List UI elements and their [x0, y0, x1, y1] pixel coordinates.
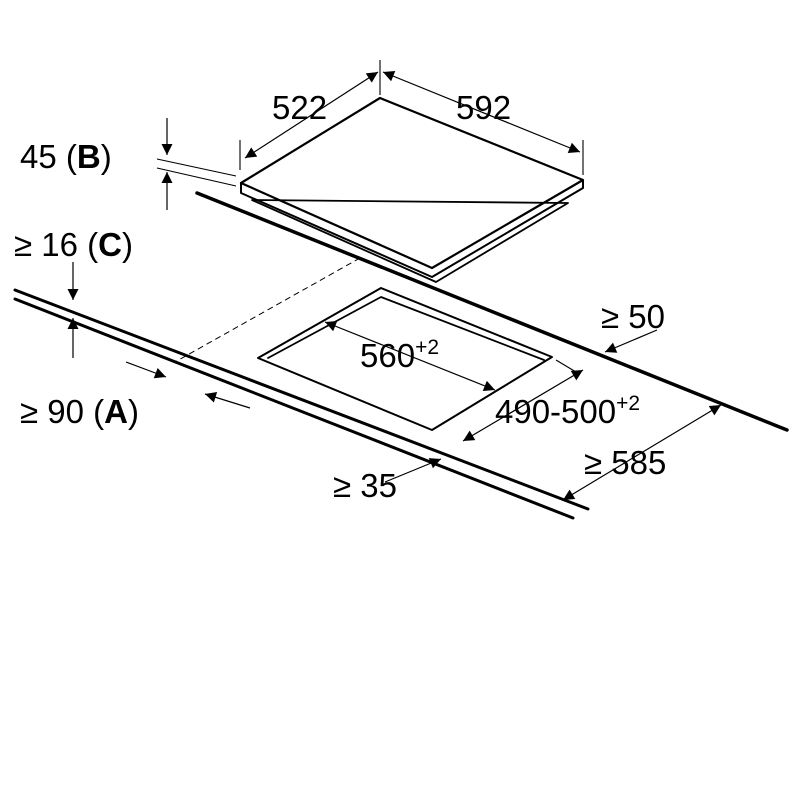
cooktop-front-edge [240, 179, 584, 278]
label-16-c: ≥ 16 (C) [14, 226, 133, 263]
cutout-outline [257, 287, 553, 431]
dim-585 [562, 404, 722, 501]
worktop [13, 191, 789, 520]
dim-90 [125, 361, 251, 409]
label-560: 560+2 [360, 336, 439, 374]
dim-522 [239, 60, 381, 170]
dim-35 [384, 458, 442, 483]
label-592: 592 [456, 89, 511, 126]
dim-45 [156, 118, 237, 210]
label-585: ≥ 585 [584, 444, 666, 481]
worktop-front-bottom-edge [13, 297, 575, 520]
label-50: ≥ 50 [601, 298, 665, 335]
cooktop-underside [251, 199, 569, 283]
worktop-front-top-edge [13, 288, 590, 511]
label-45-b: 45 (B) [20, 138, 112, 175]
label-490-500: 490-500+2 [495, 392, 640, 430]
worktop-back-edge [195, 191, 789, 432]
label-90-a: ≥ 90 (A) [20, 393, 139, 430]
label-35: ≥ 35 [333, 467, 397, 504]
alignment-dashed-line [174, 257, 361, 363]
dim-490-500 [462, 359, 584, 442]
dim-50 [604, 329, 658, 353]
label-522: 522 [272, 89, 327, 126]
dim-592 [382, 71, 584, 175]
